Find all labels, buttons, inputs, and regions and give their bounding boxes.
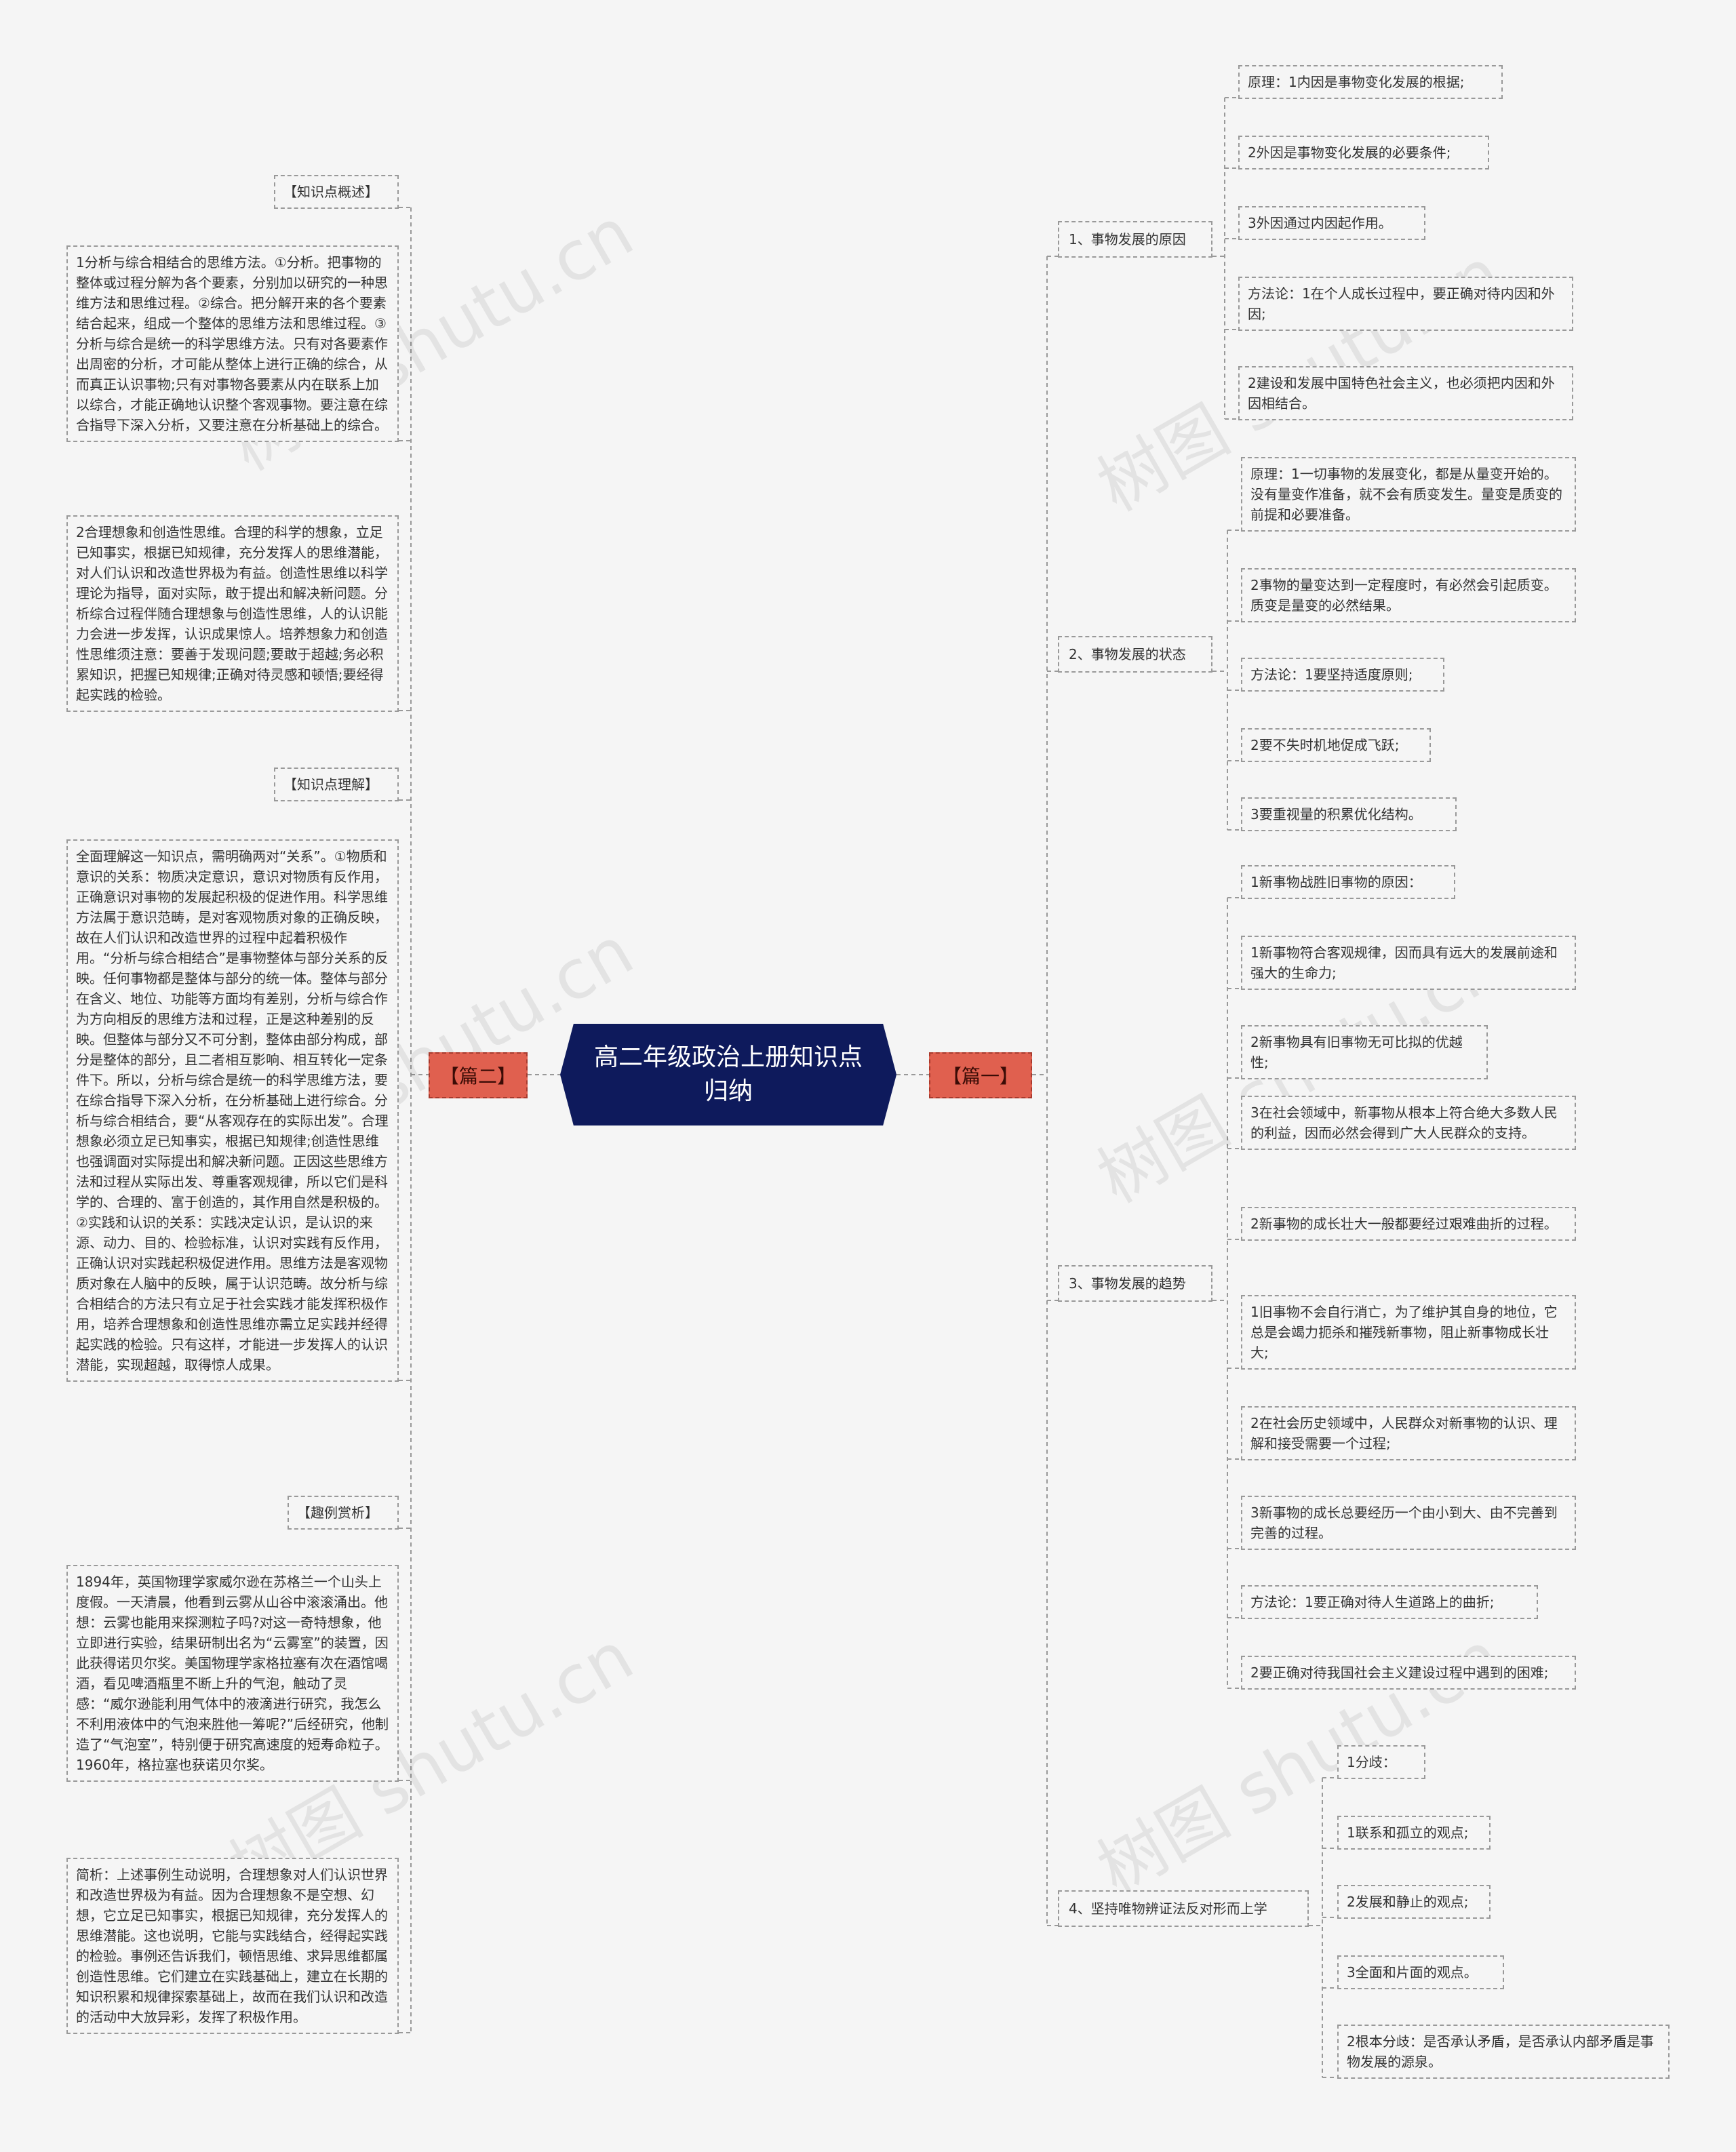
- leaf-node[interactable]: 2新事物具有旧事物无可比拟的优越性;: [1241, 1025, 1488, 1079]
- leaf-node[interactable]: 3外因通过内因起作用。: [1238, 206, 1425, 240]
- left-node-text[interactable]: 1分析与综合相结合的思维方法。①分析。把事物的整体或过程分解为各个要素，分别加以…: [66, 245, 399, 442]
- leaf-node[interactable]: 3新事物的成长总要经历一个由小到大、由不完善到完善的过程。: [1241, 1496, 1576, 1550]
- leaf-node[interactable]: 2在社会历史领域中，人民群众对新事物的认识、理解和接受需要一个过程;: [1241, 1406, 1576, 1460]
- left-node-heading-overview[interactable]: 【知识点概述】: [274, 175, 399, 209]
- branch-trend[interactable]: 3、事物发展的趋势: [1058, 1265, 1212, 1302]
- leaf-node[interactable]: 原理：1一切事物的发展变化，都是从量变开始的。没有量变作准备，就不会有质变发生。…: [1241, 457, 1576, 532]
- leaf-node[interactable]: 原理：1内因是事物变化发展的根据;: [1238, 65, 1503, 99]
- leaf-node[interactable]: 2新事物的成长壮大一般都要经过艰难曲折的过程。: [1241, 1207, 1576, 1241]
- left-node-text[interactable]: 全面理解这一知识点，需明确两对“关系”。①物质和意识的关系：物质决定意识，意识对…: [66, 839, 399, 1382]
- leaf-node[interactable]: 1联系和孤立的观点;: [1337, 1816, 1491, 1850]
- leaf-node[interactable]: 1新事物符合客观规律，因而具有远大的发展前途和强大的生命力;: [1241, 936, 1576, 990]
- left-node-heading-understanding[interactable]: 【知识点理解】: [274, 768, 399, 801]
- root-title: 高二年级政治上册知识点归纳: [593, 1043, 863, 1105]
- leaf-node[interactable]: 3在社会领域中，新事物从根本上符合绝大多数人民的利益，因而必然会得到广大人民群众…: [1241, 1096, 1576, 1150]
- leaf-node[interactable]: 方法论：1在个人成长过程中，要正确对待内因和外因;: [1238, 277, 1573, 331]
- leaf-node[interactable]: 2发展和静止的观点;: [1337, 1885, 1491, 1919]
- left-node-text[interactable]: 1894年，英国物理学家威尔逊在苏格兰一个山头上度假。一天清晨，他看到云雾从山谷…: [66, 1565, 399, 1782]
- left-node-heading-examples[interactable]: 【趣例赏析】: [288, 1496, 399, 1530]
- branch-cause[interactable]: 1、事物发展的原因: [1058, 221, 1212, 258]
- section-right-label: 【篇一】: [942, 1065, 1019, 1088]
- leaf-node[interactable]: 1旧事物不会自行消亡，为了维护其自身的地位，它总是会竭力扼杀和摧残新事物，阻止新…: [1241, 1295, 1576, 1370]
- leaf-node[interactable]: 2建设和发展中国特色社会主义，也必须把内因和外因相结合。: [1238, 366, 1573, 420]
- leaf-node[interactable]: 2要正确对待我国社会主义建设过程中遇到的困难;: [1241, 1656, 1576, 1690]
- leaf-node[interactable]: 2事物的量变达到一定程度时，有必然会引起质变。质变是量变的必然结果。: [1241, 568, 1576, 622]
- leaf-node[interactable]: 2外因是事物变化发展的必要条件;: [1238, 136, 1489, 170]
- leaf-node[interactable]: 2要不失时机地促成飞跃;: [1241, 728, 1431, 762]
- leaf-node[interactable]: 2根本分歧：是否承认矛盾，是否承认内部矛盾是事物发展的源泉。: [1337, 2025, 1670, 2079]
- left-node-text[interactable]: 简析：上述事例生动说明，合理想象对人们认识世界和改造世界极为有益。因为合理想象不…: [66, 1858, 399, 2034]
- section-right[interactable]: 【篇一】: [929, 1052, 1032, 1098]
- left-node-text[interactable]: 2合理想象和创造性思维。合理的科学的想象，立足已知事实，根据已知规律，充分发挥人…: [66, 515, 399, 712]
- leaf-node[interactable]: 方法论：1要正确对待人生道路上的曲折;: [1241, 1585, 1538, 1619]
- root-topic[interactable]: 高二年级政治上册知识点归纳: [560, 1024, 896, 1125]
- leaf-node[interactable]: 1分歧：: [1337, 1745, 1425, 1779]
- branch-state[interactable]: 2、事物发展的状态: [1058, 636, 1212, 673]
- section-left-label: 【篇二】: [439, 1065, 516, 1088]
- branch-dialectics[interactable]: 4、坚持唯物辨证法反对形而上学: [1058, 1890, 1309, 1927]
- leaf-node[interactable]: 方法论：1要坚持适度原则;: [1241, 658, 1444, 692]
- leaf-node[interactable]: 3要重视量的积累优化结构。: [1241, 797, 1457, 831]
- section-left[interactable]: 【篇二】: [429, 1052, 528, 1098]
- leaf-node[interactable]: 3全面和片面的观点。: [1337, 1955, 1504, 1989]
- leaf-node[interactable]: 1新事物战胜旧事物的原因：: [1241, 865, 1455, 899]
